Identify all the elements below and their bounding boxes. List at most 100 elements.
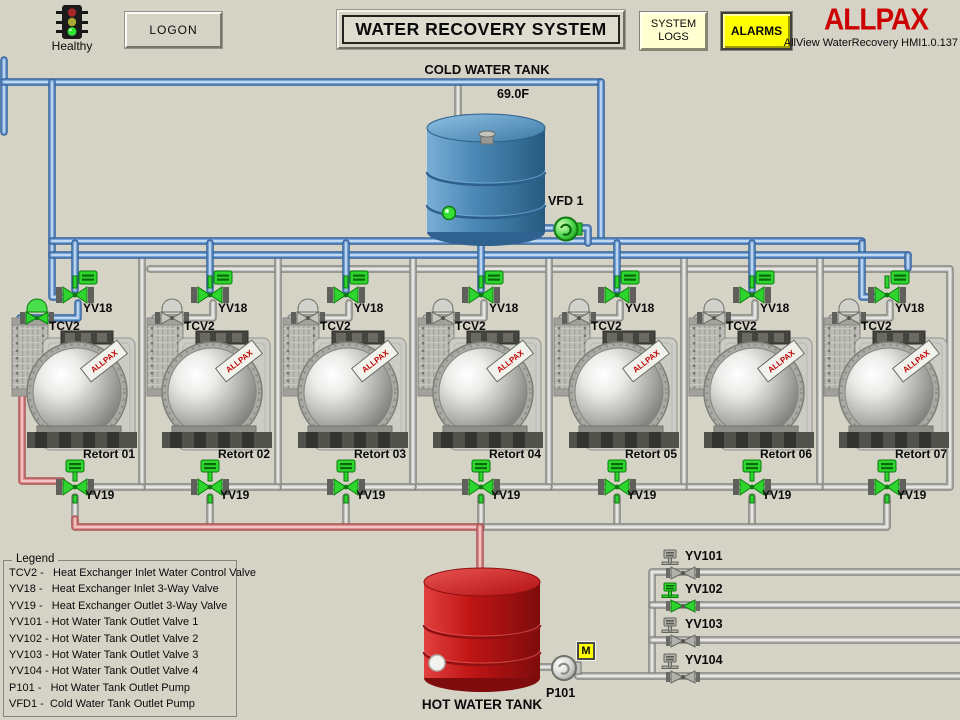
retort-unit: ALLPAX bbox=[278, 230, 414, 530]
retort-graphic: ALLPAX bbox=[417, 270, 543, 504]
retort-name: Retort 06 bbox=[759, 447, 812, 461]
yv18-valve-icon[interactable] bbox=[598, 270, 640, 304]
outlet-valve-label: YV19 bbox=[85, 488, 115, 502]
retort-unit: ALLPAX bbox=[142, 230, 278, 530]
retort-name: Retort 07 bbox=[894, 447, 947, 461]
retort-name: Retort 02 bbox=[217, 447, 270, 461]
page-title: WATER RECOVERY SYSTEM bbox=[342, 15, 620, 44]
outlet-valve-label: YV19 bbox=[897, 488, 927, 502]
retort-vessel: ALLPAX bbox=[161, 330, 272, 451]
inlet-valve-label: YV18 bbox=[218, 301, 248, 315]
hot-water-outlet-valve[interactable]: YV102 bbox=[655, 581, 805, 617]
yv18-valve-icon[interactable] bbox=[733, 270, 775, 304]
retort-graphic: ALLPAX bbox=[146, 270, 272, 504]
legend-entry: P101 - Hot Water Tank Outlet Pump bbox=[9, 681, 190, 694]
retort-unit: ALLPAX bbox=[549, 230, 685, 530]
retort-name: Retort 04 bbox=[488, 447, 541, 461]
control-valve-label: TCV2 bbox=[861, 319, 892, 333]
control-valve-label: TCV2 bbox=[184, 319, 215, 333]
system-logs-button[interactable]: SYSTEM LOGS bbox=[640, 12, 707, 50]
outlet-valve-label: YV19 bbox=[491, 488, 521, 502]
retort-graphic: ALLPAX bbox=[688, 270, 814, 504]
legend-entry: YV19 - Heat Exchanger Outlet 3-Way Valve bbox=[9, 599, 228, 612]
retort-name: Retort 03 bbox=[353, 447, 406, 461]
alarms-button[interactable]: ALARMS bbox=[721, 12, 792, 50]
yv18-valve-icon[interactable] bbox=[462, 270, 504, 304]
retort-vessel: ALLPAX bbox=[703, 330, 814, 451]
retort-vessel: ALLPAX bbox=[432, 330, 543, 451]
yv19-valve-icon[interactable] bbox=[733, 459, 771, 504]
yv19-valve-icon[interactable] bbox=[191, 459, 229, 504]
vfd1-pump-icon[interactable] bbox=[553, 216, 583, 242]
logon-button[interactable]: LOGON bbox=[125, 12, 222, 48]
vfd1-pump-label: VFD 1 bbox=[548, 194, 584, 208]
retort-name: Retort 01 bbox=[82, 447, 135, 461]
yv19-valve-icon[interactable] bbox=[462, 459, 500, 504]
health-traffic-light-icon bbox=[56, 5, 88, 39]
outlet-valve-label: YV19 bbox=[220, 488, 250, 502]
retort-graphic: ALLPAX bbox=[282, 270, 408, 504]
legend-entry: YV18 - Heat Exchanger Inlet 3-Way Valve bbox=[9, 583, 219, 596]
valve-label: YV101 bbox=[685, 549, 723, 563]
yv18-valve-icon[interactable] bbox=[191, 270, 233, 304]
legend-entry: YV102 - Hot Water Tank Outlet Valve 2 bbox=[9, 632, 199, 645]
control-valve-label: TCV2 bbox=[320, 319, 351, 333]
outlet-valve-label: YV19 bbox=[762, 488, 792, 502]
retort-unit: ALLPAX bbox=[413, 230, 549, 530]
tcv2-valve-icon[interactable] bbox=[155, 298, 189, 325]
outlet-valve-label: YV19 bbox=[356, 488, 386, 502]
hot-water-outlet-valve[interactable]: YV104 bbox=[655, 652, 805, 688]
cold-water-tank bbox=[425, 113, 547, 246]
legend-rows: TCV2 - Heat Exchanger Inlet Water Contro… bbox=[4, 561, 256, 713]
valve-body-icon bbox=[666, 599, 700, 613]
legend-box: Legend TCV2 - Heat Exchanger Inlet Water… bbox=[3, 553, 256, 717]
inlet-valve-label: YV18 bbox=[83, 301, 113, 315]
yv19-valve-icon[interactable] bbox=[327, 459, 365, 504]
inlet-valve-label: YV18 bbox=[489, 301, 519, 315]
control-valve-label: TCV2 bbox=[49, 319, 80, 333]
outlet-valve-label: YV19 bbox=[627, 488, 657, 502]
control-valve-label: TCV2 bbox=[591, 319, 622, 333]
legend-entry: VFD1 - Cold Water Tank Outlet Pump bbox=[9, 698, 195, 711]
tcv2-valve-icon[interactable] bbox=[832, 298, 866, 325]
hot-water-outlet-valve[interactable]: YV103 bbox=[655, 616, 805, 652]
inlet-valve-label: YV18 bbox=[760, 301, 790, 315]
yv18-valve-icon[interactable] bbox=[56, 270, 98, 304]
valve-actuator-icon bbox=[661, 582, 679, 598]
retort-name: Retort 05 bbox=[624, 447, 677, 461]
valve-body-icon bbox=[666, 634, 700, 648]
retort-graphic: ALLPAX bbox=[553, 270, 679, 504]
yv18-valve-icon[interactable] bbox=[327, 270, 369, 304]
yv19-valve-icon[interactable] bbox=[868, 459, 906, 504]
hot-water-tank bbox=[422, 567, 542, 692]
system-logs-label-2: LOGS bbox=[658, 31, 689, 43]
yv18-valve-icon[interactable] bbox=[868, 270, 910, 304]
yv19-valve-icon[interactable] bbox=[598, 459, 636, 504]
valve-actuator-icon bbox=[661, 549, 679, 565]
health-status-label: Healthy bbox=[51, 39, 93, 53]
control-valve-label: TCV2 bbox=[455, 319, 486, 333]
tcv2-valve-icon[interactable] bbox=[20, 298, 54, 325]
tcv2-valve-icon[interactable] bbox=[697, 298, 731, 325]
retort-graphic: ALLPAX bbox=[11, 270, 137, 504]
allpax-logo: ALLPAX bbox=[824, 2, 929, 37]
inlet-valve-label: YV18 bbox=[354, 301, 384, 315]
p101-pump-label: P101 bbox=[546, 686, 576, 700]
control-valve-label: TCV2 bbox=[726, 319, 757, 333]
hot-water-outlet-valve[interactable]: YV101 bbox=[655, 548, 805, 584]
legend-entry: YV104 - Hot Water Tank Outlet Valve 4 bbox=[9, 665, 199, 678]
retort-unit: ALLPAX bbox=[819, 230, 955, 530]
retort-vessel: ALLPAX bbox=[297, 330, 408, 451]
inlet-valve-label: YV18 bbox=[625, 301, 655, 315]
tcv2-valve-icon[interactable] bbox=[291, 298, 325, 325]
tcv2-valve-icon[interactable] bbox=[426, 298, 460, 325]
p101-pump-icon[interactable] bbox=[551, 655, 582, 681]
valve-actuator-icon bbox=[661, 617, 679, 633]
tcv2-valve-icon[interactable] bbox=[562, 298, 596, 325]
hmi-version-label: AllView WaterRecovery HMI1.0.137 bbox=[783, 37, 958, 49]
yv19-valve-icon[interactable] bbox=[56, 459, 94, 504]
retort-vessel: ALLPAX bbox=[838, 330, 949, 451]
inlet-valve-label: YV18 bbox=[895, 301, 925, 315]
retort-unit: ALLPAX bbox=[684, 230, 820, 530]
